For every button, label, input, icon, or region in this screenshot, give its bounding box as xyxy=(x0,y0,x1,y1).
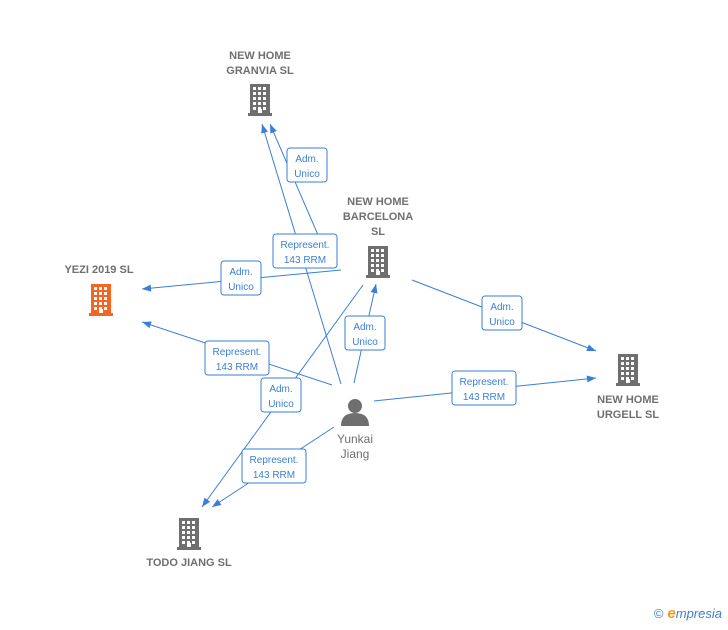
building-icon xyxy=(89,284,113,316)
edge-label-line: Adm. xyxy=(490,302,513,313)
edge-label-e5[interactable]: Adm. Unico xyxy=(344,315,386,351)
node-yezi[interactable]: YEZI 2019 SL xyxy=(64,264,134,316)
edge-label-e8[interactable]: Adm. Unico xyxy=(260,377,302,413)
node-label: SL xyxy=(371,226,385,238)
node-label: Jiang xyxy=(341,447,370,461)
node-granvia[interactable]: NEW HOME GRANVIA SL xyxy=(226,50,294,116)
node-todo[interactable]: TODO JIANG SL xyxy=(146,518,232,569)
edge-label-box xyxy=(344,315,386,351)
building-icon xyxy=(177,518,201,550)
brand-logo-text: mpresia xyxy=(675,606,722,621)
edge-label-box xyxy=(241,448,307,484)
edge-label-line: Represent. xyxy=(250,455,299,466)
node-label: BARCELONA xyxy=(343,211,413,223)
edge-label-line: Adm. xyxy=(353,322,376,333)
edge-label-line: Represent. xyxy=(213,347,262,358)
edge-label-line: Adm. xyxy=(295,154,318,165)
arrow-head-e2 xyxy=(261,124,268,134)
footer-credit[interactable]: ©empresia xyxy=(654,605,722,622)
node-label: NEW HOME xyxy=(347,196,409,208)
arrow-head-e7 xyxy=(586,375,596,383)
node-label: Yunkai xyxy=(337,432,373,446)
arrow-head-e5 xyxy=(370,284,378,294)
brand-logo-letter: e xyxy=(667,605,676,622)
edge-label-line: Represent. xyxy=(460,377,509,388)
edge-label-line: Unico xyxy=(489,317,515,328)
node-label: TODO JIANG SL xyxy=(146,557,232,569)
edge-label-e9[interactable]: Represent. 143 RRM xyxy=(241,448,307,484)
arrow-head-e1 xyxy=(270,124,277,134)
edge-label-box xyxy=(204,340,270,376)
edge-label-box xyxy=(220,260,262,296)
arrow-head-e9 xyxy=(212,499,222,507)
building-icon xyxy=(366,246,390,278)
arrow-head-e6 xyxy=(586,344,596,352)
edge-label-e2[interactable]: Represent. 143 RRM xyxy=(272,233,338,269)
node-label: URGELL SL xyxy=(597,409,659,421)
person-icon xyxy=(341,399,369,426)
node-urgell[interactable]: NEW HOME URGELL SL xyxy=(597,354,659,421)
edge-label-line: 143 RRM xyxy=(216,362,258,373)
edge-label-line: Unico xyxy=(228,282,254,293)
edge-label-e6[interactable]: Adm. Unico xyxy=(481,295,523,331)
arrow-head-e4 xyxy=(142,321,152,329)
edge-label-line: 143 RRM xyxy=(284,255,326,266)
copyright-symbol: © xyxy=(653,606,664,621)
edge-label-box xyxy=(451,370,517,406)
node-label: GRANVIA SL xyxy=(226,65,294,77)
edge-label-line: 143 RRM xyxy=(253,470,295,481)
building-icon xyxy=(248,84,272,116)
arrow-head-e8 xyxy=(202,497,211,507)
edge-label-box xyxy=(286,147,328,183)
edge-label-line: Adm. xyxy=(269,384,292,395)
edge-label-e4[interactable]: Represent. 143 RRM xyxy=(204,340,270,376)
node-barcelona[interactable]: NEW HOME BARCELONA SL xyxy=(343,196,413,278)
edge-label-e3[interactable]: Adm. Unico xyxy=(220,260,262,296)
edge-label-line: Adm. xyxy=(229,267,252,278)
edge-label-e7[interactable]: Represent. 143 RRM xyxy=(451,370,517,406)
edge-label-box xyxy=(272,233,338,269)
arrow-head-e3 xyxy=(142,284,152,292)
edge-label-line: Unico xyxy=(352,337,378,348)
edge-label-e1[interactable]: Adm. Unico xyxy=(286,147,328,183)
node-label: YEZI 2019 SL xyxy=(64,264,133,276)
edge-label-line: Unico xyxy=(294,169,320,180)
edge-label-line: Represent. xyxy=(281,240,330,251)
node-label: NEW HOME xyxy=(597,394,659,406)
edge-label-box xyxy=(481,295,523,331)
edge-label-line: 143 RRM xyxy=(463,392,505,403)
nodes-layer: NEW HOME GRANVIA SL NEW HOME BARCELONA SL YEZ… xyxy=(64,50,659,569)
node-label: NEW HOME xyxy=(229,50,291,62)
edge-label-line: Unico xyxy=(268,399,294,410)
building-icon xyxy=(616,354,640,386)
edge-label-box xyxy=(260,377,302,413)
